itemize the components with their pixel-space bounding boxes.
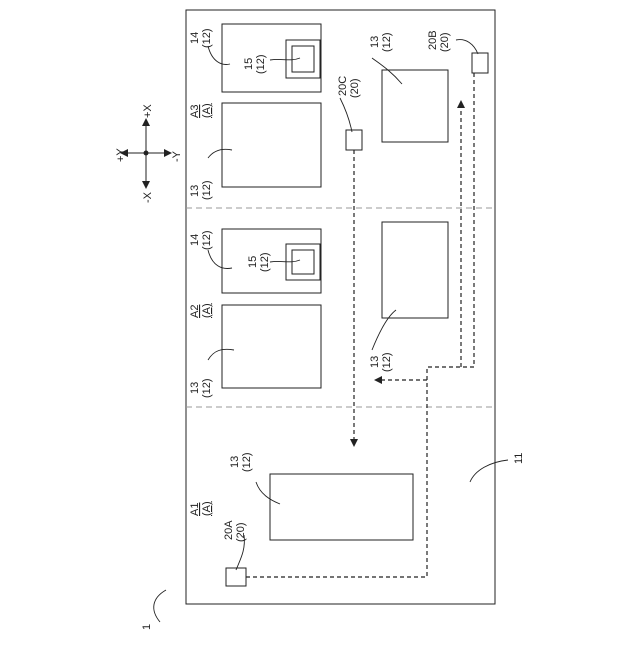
axis-minus-x-label: -X: [142, 191, 154, 203]
object-14-a3: [222, 24, 321, 92]
area-a3-name: A3: [189, 105, 201, 118]
object-14-a2: [222, 229, 321, 293]
arrowhead-left: [374, 376, 382, 384]
label-13-a2-left: 13: [189, 382, 201, 394]
sensor-20a: [226, 568, 246, 586]
arrow-plus-x: [142, 118, 150, 126]
ref-1-label: 1: [141, 624, 153, 630]
axis-plus-x-label: +X: [142, 104, 154, 118]
area-a1-sub: (A): [201, 501, 213, 516]
area-a3: [222, 24, 448, 187]
sensor-20c: [346, 130, 362, 150]
area-a2-name: A2: [189, 305, 201, 318]
object-13-a3-left: [222, 103, 321, 187]
label-15-a2: 15: [247, 256, 259, 268]
ref-11-label: 11: [513, 453, 525, 464]
object-13-a2-right: [382, 222, 448, 318]
arrowhead-up: [457, 100, 465, 108]
label-15-a3-sub: (12): [255, 54, 267, 74]
label-13-a3-right: 13: [369, 36, 381, 48]
label-13-a3-left-sub: (12): [201, 180, 213, 200]
object-13-a1: [270, 474, 413, 540]
label-20a: 20A: [223, 520, 235, 540]
label-20b: 20B: [427, 30, 439, 50]
label-13-a3-right-sub: (12): [381, 32, 393, 52]
leader-lines: [154, 40, 508, 622]
label-13-a2-right-sub: (12): [381, 352, 393, 372]
label-13-a1-sub: (12): [241, 452, 253, 472]
label-13-a3-left: 13: [189, 185, 201, 197]
label-13-a2-right: 13: [369, 356, 381, 368]
area-a2-sub: (A): [201, 303, 213, 318]
object-13-a3-right: [382, 70, 448, 142]
label-13-a1: 13: [229, 456, 241, 468]
label-20c-sub: (20): [349, 78, 361, 98]
label-14-a2: 14: [189, 234, 201, 246]
area-a2: [222, 222, 448, 388]
sensor-20b: [472, 53, 488, 73]
label-14-a2-sub: (12): [201, 230, 213, 250]
arrowhead-down: [350, 439, 358, 447]
label-20c: 20C: [337, 76, 349, 96]
label-15-a3: 15: [243, 58, 255, 70]
label-13-a2-left-sub: (12): [201, 378, 213, 398]
object-13-a2-left: [222, 305, 321, 388]
object-15-a3: [286, 40, 320, 78]
area-a1: [270, 474, 413, 540]
area-a1-name: A1: [189, 503, 201, 516]
arrow-minus-x: [142, 181, 150, 189]
axis-plus-y-label: +Y: [115, 148, 127, 162]
area-a3-sub: (A): [201, 103, 213, 118]
axis-minus-y-label: -Y: [171, 150, 183, 162]
axis-indicator: [120, 118, 172, 189]
label-15-a2-sub: (12): [259, 252, 271, 272]
label-20b-sub: (20): [439, 32, 451, 52]
label-20a-sub: (20): [235, 522, 247, 542]
label-14-a3-sub: (12): [201, 28, 213, 48]
label-14-a3: 14: [189, 32, 201, 44]
